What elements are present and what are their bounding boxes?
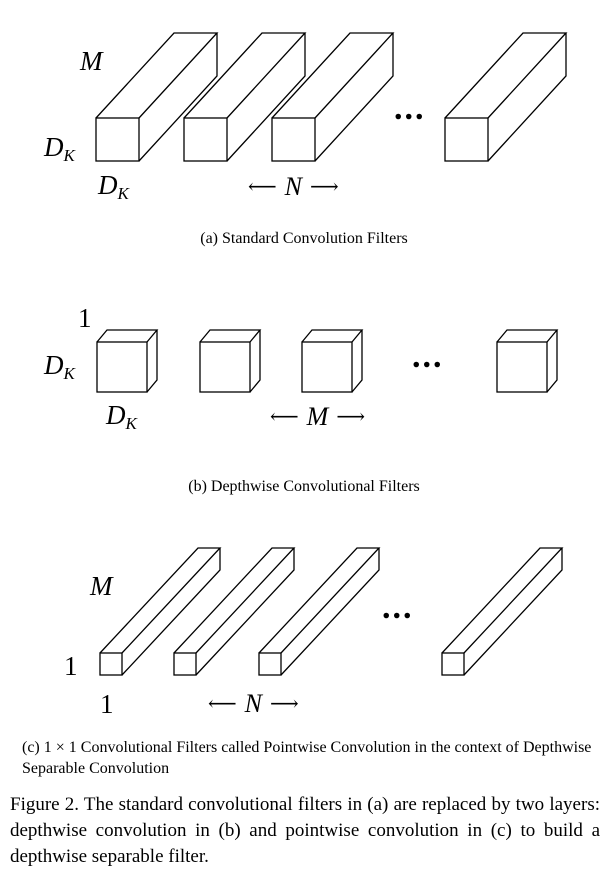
height-label-one: 1 bbox=[64, 651, 78, 681]
filter-stick bbox=[258, 547, 381, 676]
filter-stick bbox=[173, 547, 296, 676]
depth-label-m: M bbox=[80, 46, 103, 76]
right-arrow: ⟶ bbox=[270, 693, 299, 715]
filter-cube bbox=[199, 329, 262, 393]
width-label-dk: DK bbox=[106, 400, 137, 433]
height-label-dk: DK bbox=[44, 132, 75, 165]
panel-standard-convolution: M DK DK ... ⟵ N ⟶ (a) Standard Convoluti… bbox=[0, 0, 608, 260]
ellipsis: ... bbox=[412, 338, 444, 375]
width-label-one: 1 bbox=[100, 689, 114, 719]
ellipsis: ... bbox=[382, 589, 414, 626]
depth-label-m: M bbox=[90, 571, 113, 601]
pointwise-filters-drawing bbox=[99, 547, 564, 676]
filter-cube bbox=[96, 329, 159, 393]
panel-pointwise-convolution: M 1 1 ... ⟵ N ⟶ (c) 1 × 1 Convolutional … bbox=[0, 535, 608, 790]
standard-filters-drawing bbox=[95, 32, 568, 162]
subcaption-c: (c) 1 × 1 Convolutional Filters called P… bbox=[22, 739, 592, 777]
right-arrow: ⟶ bbox=[310, 176, 339, 198]
ellipsis: ... bbox=[394, 90, 426, 127]
filter-stick bbox=[441, 547, 564, 676]
filter-cube bbox=[301, 329, 364, 393]
depth-label-one: 1 bbox=[78, 303, 92, 333]
filter-box bbox=[444, 32, 568, 162]
subcaption-a: (a) Standard Convolution Filters bbox=[200, 230, 408, 247]
filter-count-n: ⟵ N ⟶ bbox=[248, 172, 339, 201]
subcaption-b: (b) Depthwise Convolutional Filters bbox=[188, 478, 420, 495]
left-arrow: ⟵ bbox=[208, 693, 237, 715]
depthwise-filters-drawing bbox=[96, 329, 559, 393]
figure-caption: Figure 2. The standard convolutional fil… bbox=[10, 794, 600, 867]
filter-cube bbox=[496, 329, 559, 393]
left-arrow: ⟵ bbox=[248, 176, 277, 198]
filter-count-m: ⟵ M ⟶ bbox=[270, 402, 366, 431]
filter-box bbox=[183, 32, 307, 162]
width-label-dk: DK bbox=[98, 170, 129, 203]
filter-box bbox=[95, 32, 219, 162]
filter-stick bbox=[99, 547, 222, 676]
height-label-dk: DK bbox=[44, 350, 75, 383]
filter-box bbox=[271, 32, 395, 162]
filter-count-n: ⟵ N ⟶ bbox=[208, 689, 299, 718]
left-arrow: ⟵ bbox=[270, 406, 299, 428]
right-arrow: ⟶ bbox=[336, 406, 366, 428]
panel-depthwise-convolution: 1 DK DK ... ⟵ M ⟶ (b) Depthwise Convolut… bbox=[0, 290, 608, 505]
